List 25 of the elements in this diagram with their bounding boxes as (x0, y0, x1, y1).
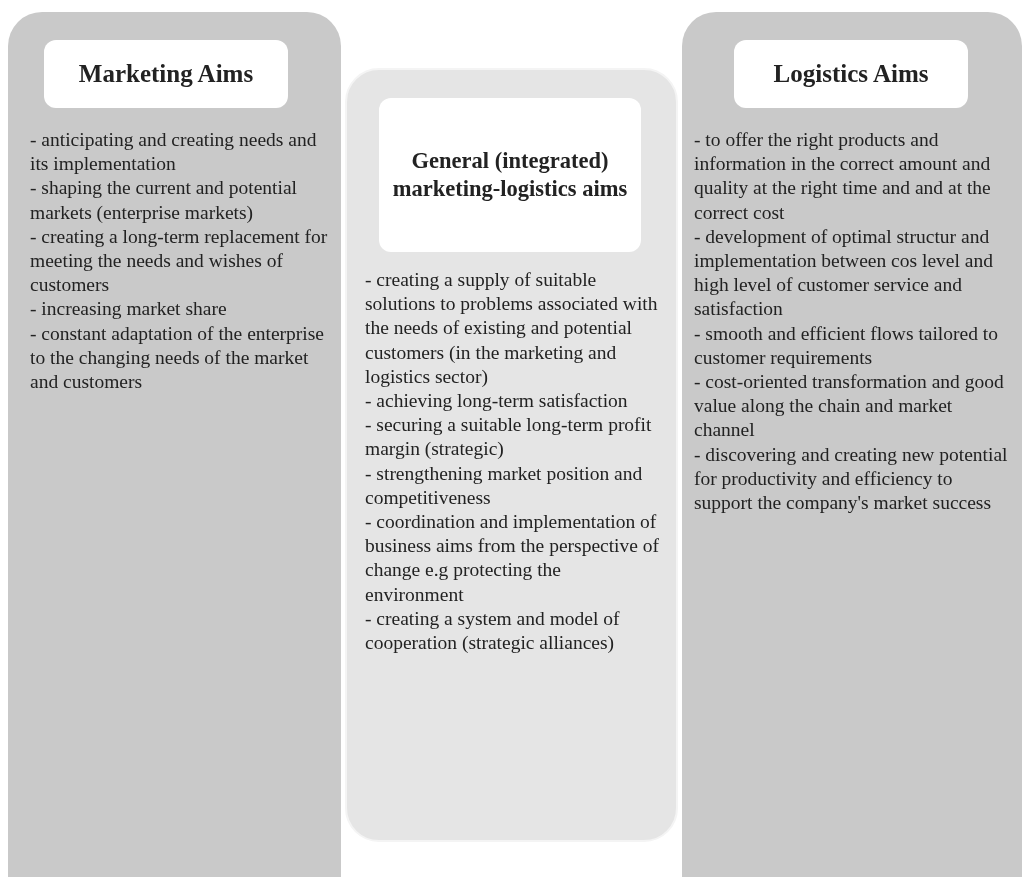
list-item: - constant adaptation of the enterprise to the changing needs of the market and customers (30, 321, 325, 395)
list-item: - creating a supply of suitable solutions to problems associated with the needs of existing and potential customers (in the marketing and logistics sector) (365, 268, 659, 389)
column-panel (8, 12, 341, 877)
list-item: - increasing market share (30, 297, 228, 322)
heading: Marketing Aims (78, 59, 254, 90)
list-item: - development of optimal structur and implementation between cos level and high level of customer service and satisfaction (694, 224, 994, 322)
list-item: - to offer the right products and information in the correct amount and quality at the right time and and at the correct cost (694, 128, 992, 225)
list-item: - discovering and creating new potential for productivity and efficiency to support the company's market success (694, 442, 1009, 516)
list-item: - securing a suitable long-term profit margin (strategic) (365, 413, 653, 462)
list-item: - creating a system and model of cooperation (strategic alliances) (365, 606, 621, 656)
heading: Logistics Aims (773, 59, 929, 90)
list-item: - strengthening market position and competitiveness (365, 461, 644, 510)
list-item: - achieving long-term satisfaction (365, 389, 629, 413)
heading-box (44, 40, 288, 108)
heading-box (734, 40, 968, 108)
column-panel (682, 12, 1022, 877)
list-item: - creating a long-term replacement for meeting the needs and wishes of customers (30, 224, 329, 298)
heading: General (integrated) marketing-logistics aims (391, 146, 629, 203)
list-item: - shaping the current and potential markets (enterprise markets) (30, 176, 298, 225)
list-item: - smooth and efficient flows tailored to customer requirements (694, 321, 999, 370)
list-item: - coordination and implementation of business aims from the perspective of change e.g protecting the environment (365, 510, 661, 607)
list-item: - cost-oriented transformation and good value along the chain and market channel (694, 370, 1005, 443)
list-item: - anticipating and creating needs and its implementation (30, 128, 318, 177)
column-panel (345, 68, 678, 842)
heading-box (379, 98, 641, 252)
